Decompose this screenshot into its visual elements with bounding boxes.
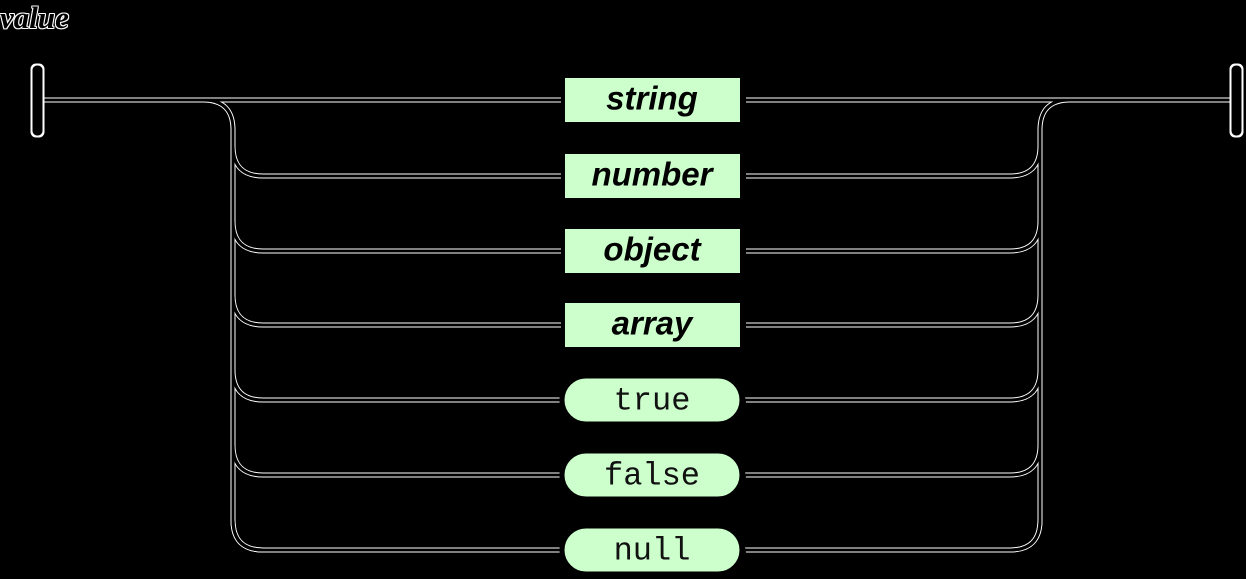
diagram-title: value (0, 0, 69, 35)
node-array[interactable]: array (561, 299, 746, 353)
end-terminator-bar (1229, 63, 1244, 138)
node-true[interactable]: true (559, 373, 746, 428)
node-object[interactable]: object (561, 225, 746, 279)
start-terminator-bar (30, 63, 45, 138)
node-object-label: object (603, 231, 702, 268)
node-null[interactable]: null (559, 523, 746, 578)
node-string[interactable]: string (561, 74, 746, 128)
node-array-label: array (612, 305, 694, 342)
node-null-label: null (614, 532, 691, 569)
node-string-label: string (606, 80, 698, 117)
node-true-label: true (614, 382, 691, 419)
rail-core-layer (42, 98, 1232, 552)
node-false[interactable]: false (559, 448, 746, 503)
node-number-label: number (591, 156, 714, 193)
node-false-label: false (604, 457, 700, 494)
node-number[interactable]: number (561, 150, 746, 204)
